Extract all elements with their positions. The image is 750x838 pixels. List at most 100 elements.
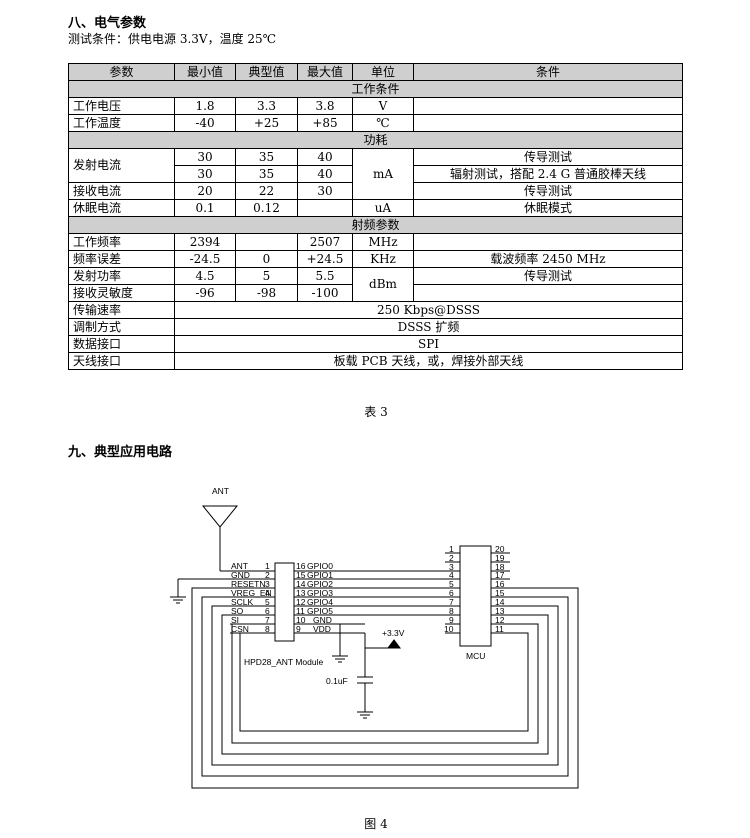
module-label: HPD28_ANT Module: [244, 657, 323, 667]
pin-number: 14: [495, 597, 505, 607]
pin-label: SCLK: [231, 597, 254, 607]
pin-label: GPIO2: [307, 579, 333, 589]
pin-label: GPIO0: [307, 561, 333, 571]
pin-number: 15: [495, 588, 505, 598]
pin-number: 9: [296, 624, 301, 634]
max-cell: 3.8: [297, 97, 353, 115]
pin-number: 7: [449, 597, 454, 607]
table-header-row: 参数 最小值 典型值 最大值 单位 条件: [68, 63, 683, 81]
param-cell: 频率误差: [68, 250, 175, 268]
table-row: 工作温度 -40 +25 +85 ℃: [68, 114, 683, 132]
pin-label: VREG_EN: [231, 588, 272, 598]
module-body: [274, 562, 295, 642]
pin-number: 13: [296, 588, 306, 598]
value-cell: 板载 PCB 天线，或，焊接外部天线: [174, 352, 683, 370]
pin-label: VDD: [313, 624, 331, 634]
typ-cell: 35: [235, 148, 298, 166]
section8-title: 八、电气参数: [68, 16, 147, 31]
pin-number: 6: [265, 606, 270, 616]
max-cell: 30: [297, 182, 353, 200]
cond-cell: 载波频率 2450 MHz: [413, 250, 683, 268]
pin-label: GPIO3: [307, 588, 333, 598]
vcc-label: +3.3V: [382, 628, 405, 638]
pin-number: 20: [495, 544, 505, 554]
group-label: 工作条件: [68, 80, 683, 98]
param-cell: 天线接口: [68, 352, 175, 370]
pin-label: GND: [313, 615, 332, 625]
antenna-symbol: [201, 505, 239, 528]
pin-number: 5: [265, 597, 270, 607]
table-row: 工作电压 1.8 3.3 3.8 V: [68, 97, 683, 115]
pin-number: 11: [495, 624, 504, 634]
table-row: 发射电流 30 35 40 mA 传导测试: [68, 148, 683, 200]
header-cell: 单位: [352, 63, 414, 81]
pin-label: GPIO1: [307, 570, 333, 580]
pin-number: 14: [296, 579, 306, 589]
param-cell: 接收电流: [68, 182, 175, 200]
section9-title: 九、典型应用电路: [68, 445, 173, 460]
param-cell: 工作频率: [68, 233, 175, 251]
pin-number: 17: [495, 570, 505, 580]
pin-label: GND: [231, 570, 250, 580]
param-cell: 休眠电流: [68, 199, 175, 217]
pin-label: CSN: [231, 624, 249, 634]
param-cell: 工作电压: [68, 97, 175, 115]
pin-number: 5: [449, 579, 454, 589]
pin-number: 1: [449, 544, 454, 554]
pin-number: 2: [449, 553, 454, 563]
figure-caption: 图 4: [364, 817, 388, 831]
pin-number: 11: [296, 606, 305, 616]
pin-label: SO: [231, 606, 244, 616]
pin-number: 16: [296, 561, 306, 571]
header-cell: 参数: [68, 63, 175, 81]
pin-number: 10: [444, 624, 454, 634]
pin-number: 8: [449, 606, 454, 616]
mcu-body: [459, 545, 492, 647]
typ-cell: 35: [235, 165, 298, 183]
pin-number: 10: [296, 615, 306, 625]
pin-label: GPIO4: [307, 597, 333, 607]
mcu-label: MCU: [466, 651, 485, 661]
pin-label: GPIO5: [307, 606, 333, 616]
typ-cell: -98: [235, 284, 298, 302]
pin-number: 6: [449, 588, 454, 598]
pin-number: 12: [296, 597, 306, 607]
pin-number: 7: [265, 615, 270, 625]
header-cell: 最小值: [174, 63, 236, 81]
group-row: 工作条件: [68, 80, 683, 98]
antenna-label: ANT: [212, 486, 229, 496]
max-cell: +24.5: [297, 250, 353, 268]
min-cell: 2394: [174, 233, 236, 251]
pin-number: 2: [265, 570, 270, 580]
cond-cell: 辐射测试，搭配 2.4 G 普通胶棒天线: [413, 165, 683, 183]
table-row: 天线接口 板载 PCB 天线，或，焊接外部天线: [68, 352, 683, 370]
pin-label: RESETN: [231, 579, 265, 589]
table-caption: 表 3: [364, 405, 388, 419]
pin-number: 9: [449, 615, 454, 625]
unit-cell: mA: [352, 148, 414, 200]
pin-number: 15: [296, 570, 306, 580]
param-cell: 发射电流: [68, 148, 175, 183]
test-conditions: 测试条件：供电电源 3.3V，温度 25℃: [68, 32, 277, 46]
cond-cell: 传导测试: [413, 148, 683, 166]
param-cell: 发射功率: [68, 267, 175, 285]
pin-number: 12: [495, 615, 505, 625]
group-label: 射频参数: [68, 216, 683, 234]
capacitor-label: 0.1uF: [326, 676, 348, 686]
group-row: 射频参数: [68, 216, 683, 234]
header-cell: 典型值: [235, 63, 298, 81]
header-cell: 条件: [413, 63, 683, 81]
pin-number: 4: [449, 570, 454, 580]
table-row: 休眠电流 0.1 0.12 uA 休眠模式: [68, 199, 683, 217]
pin-number: 8: [265, 624, 270, 634]
pin-number: 4: [265, 588, 270, 598]
pin-number: 3: [265, 579, 270, 589]
typ-cell: 0.12: [235, 199, 298, 217]
typ-cell: 3.3: [235, 97, 298, 115]
table-row: 30 35 40 辐射测试，搭配 2.4 G 普通胶棒天线: [69, 165, 683, 183]
pin-number: 1: [265, 561, 270, 571]
table-row: 频率误差 -24.5 0 +24.5 KHz 载波频率 2450 MHz: [68, 250, 683, 268]
pin-number: 13: [495, 606, 505, 616]
pin-number: 18: [495, 562, 505, 572]
electrical-parameters-table: 参数 最小值 典型值 最大值 单位 条件 工作条件 工作电压 1.8 3.3 3…: [68, 63, 683, 370]
